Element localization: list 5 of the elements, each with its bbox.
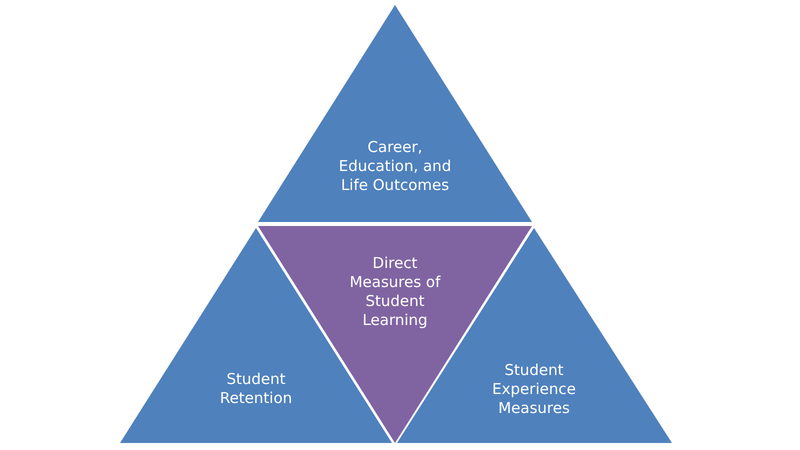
triangle-segment — [258, 5, 532, 222]
segment-label: Direct Measures of Student Learning — [348, 254, 442, 330]
segment-label: Student Retention — [218, 370, 294, 408]
segment-label: Student Experience Measures — [491, 361, 577, 418]
segment-label: Career, Education, and Life Outcomes — [338, 138, 452, 195]
